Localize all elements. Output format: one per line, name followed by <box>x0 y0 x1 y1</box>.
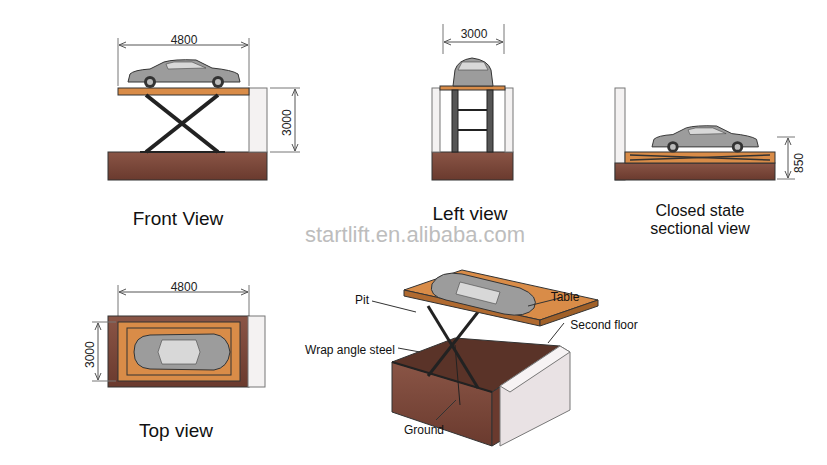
part-label-holder: Wrap angle steel <box>305 340 396 358</box>
part-label-holder: Pit <box>355 290 371 308</box>
part-label-holder: Second floor <box>570 315 639 333</box>
part-label-holder: Table <box>551 287 581 305</box>
part-label: Second floor <box>570 319 637 333</box>
dimension-label: 4800 <box>171 281 198 295</box>
part-label: Table <box>551 291 580 305</box>
part-label: Ground <box>404 424 444 438</box>
dimension-label-holder: 3000 <box>277 108 295 136</box>
view-title: Left view <box>433 203 508 225</box>
dimension-label-holder: 3000 <box>461 24 489 42</box>
part-label: Wrap angle steel <box>305 344 395 358</box>
dimension-label: 3000 <box>461 28 488 42</box>
view-title: Closed state sectional view <box>635 202 765 239</box>
dimension-label: 4800 <box>171 34 198 48</box>
part-label-holder: Ground <box>404 420 446 438</box>
dimension-label: 3000 <box>84 341 98 368</box>
watermark-holder: startlift.en.alibaba.com <box>305 222 527 247</box>
dimension-label-holder: 4800 <box>171 30 199 48</box>
view-title-holder: Top view <box>139 420 214 442</box>
dimension-label: 850 <box>793 153 807 173</box>
view-title: Top view <box>139 420 213 442</box>
watermark: startlift.en.alibaba.com <box>305 222 525 247</box>
view-title-holder: Front View <box>133 208 225 230</box>
view-title: Front View <box>133 208 223 230</box>
dimension-label-holder: 3000 <box>80 340 98 368</box>
dimension-label: 3000 <box>281 109 295 136</box>
view-title-holder: Left view <box>433 203 509 225</box>
dimension-label-holder: 4800 <box>171 277 199 295</box>
view-title-holder: Closed state sectional view <box>635 202 766 239</box>
part-label: Pit <box>355 294 369 308</box>
dimension-label-holder: 850 <box>789 151 807 173</box>
